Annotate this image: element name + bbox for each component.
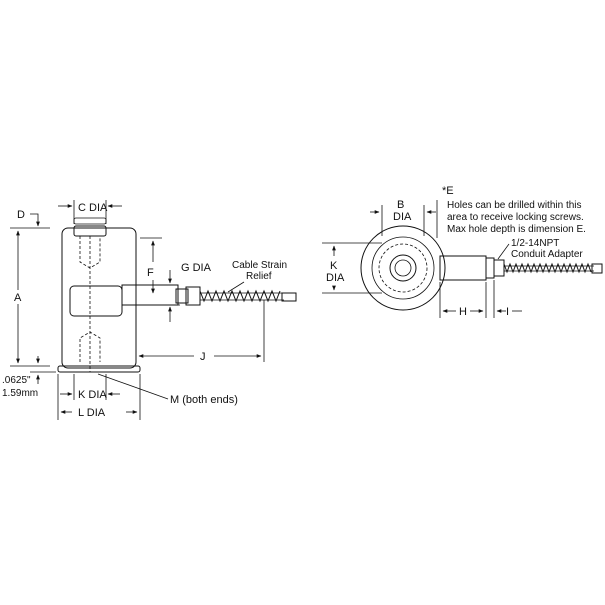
npt-label-2: Conduit Adapter — [511, 249, 583, 260]
b-label: B — [397, 199, 404, 211]
end-view: *E Holes can be drilled within this area… — [322, 185, 603, 318]
g-dia-label: G DIA — [181, 262, 212, 274]
m-both-ends-label: M (both ends) — [170, 394, 238, 406]
e-note-line-2: area to receive locking screws. — [447, 212, 584, 223]
k-dia-label-end: DIA — [326, 272, 345, 284]
e-note-line-3: Max hole depth is dimension E. — [447, 224, 586, 235]
b-dia-label: DIA — [393, 211, 412, 223]
cable-connector — [121, 284, 297, 306]
cable-strain-label-2: Relief — [246, 271, 272, 282]
j-label: J — [200, 351, 206, 363]
offset-in-label: .0625" — [2, 375, 31, 386]
load-cell-body — [57, 217, 141, 373]
h-label: H — [459, 306, 467, 318]
i-label: I — [506, 306, 509, 318]
d-label: D — [17, 209, 25, 221]
end-dimensions: *E Holes can be drilled within this area… — [322, 185, 586, 318]
offset-mm-label: 1.59mm — [2, 388, 38, 399]
c-dia-label: C DIA — [78, 202, 108, 214]
side-view: C DIA D A .0625" 1.59mm F — [2, 200, 297, 420]
end-face — [360, 225, 446, 311]
l-dia-label: L DIA — [78, 407, 106, 419]
end-connector — [439, 255, 603, 281]
a-label: A — [14, 292, 22, 304]
f-label: F — [147, 267, 154, 279]
e-marker-label: *E — [442, 185, 454, 197]
e-note-line-1: Holes can be drilled within this — [447, 200, 582, 211]
k-dia-label: K DIA — [78, 389, 107, 401]
npt-label-1: 1/2-14NPT — [511, 238, 559, 249]
cable-strain-label-1: Cable Strain — [232, 260, 287, 271]
side-dimensions: C DIA D A .0625" 1.59mm F — [2, 200, 287, 420]
k-label: K — [330, 260, 338, 272]
